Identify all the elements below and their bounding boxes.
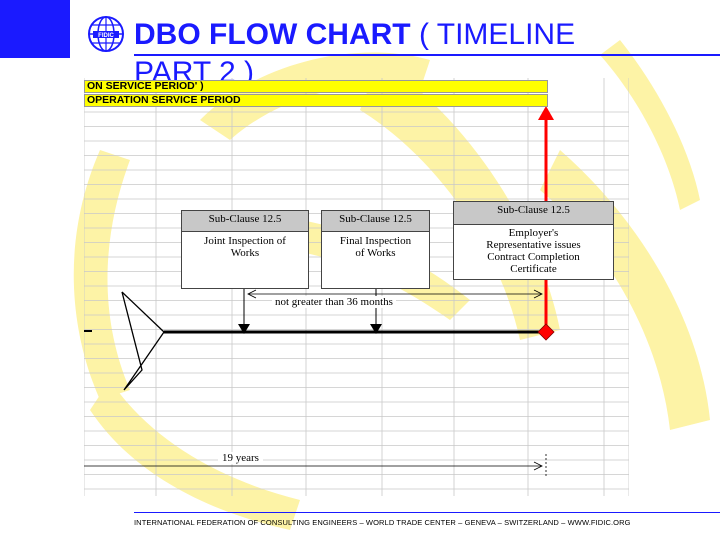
footer-text: INTERNATIONAL FEDERATION OF CONSULTING E… (134, 518, 631, 527)
svg-text:FIDIC: FIDIC (98, 33, 114, 39)
arrow-final-inspection (370, 324, 382, 334)
fidic-globe-logo-icon: FIDIC (88, 16, 124, 52)
timeline-grid (84, 78, 629, 496)
box-line: Representative issues (486, 239, 581, 251)
span-left-arrowhead (247, 289, 257, 299)
box-line: Works (230, 247, 260, 259)
grid-lines (84, 78, 629, 496)
break-zigzag-2 (121, 291, 165, 333)
span-36-months-label: not greater than 36 months (272, 296, 396, 308)
box-line: Joint Inspection of (204, 235, 286, 247)
page-title: DBO FLOW CHART ( TIMELINE PART 2 ) (134, 16, 654, 92)
completion-certificate-box: Sub-Clause 12.5 Employer's Representativ… (453, 201, 614, 280)
period-band-top: ON SERVICE PERIOD' ) (84, 80, 548, 93)
box-line: Certificate (510, 263, 557, 275)
completion-red-diamond (537, 323, 555, 341)
box-line: Contract Completion (487, 251, 580, 263)
joint-inspection-box-header: Sub-Clause 12.5 (182, 211, 308, 232)
completion-certificate-box-header: Sub-Clause 12.5 (454, 202, 613, 225)
footer-rule (134, 512, 720, 513)
span-19-years-label: 19 years (218, 452, 263, 464)
completion-red-arrowhead (538, 106, 554, 120)
joint-inspection-box: Sub-Clause 12.5 Joint Inspection of Work… (181, 210, 309, 289)
period-band-operation-label: OPERATION SERVICE PERIOD (87, 94, 241, 106)
joint-inspection-box-body: Joint Inspection of Works (182, 232, 308, 288)
span-19-years-arrowhead (533, 461, 543, 471)
box-line: of Works (355, 247, 396, 259)
period-band-operation: OPERATION SERVICE PERIOD (84, 94, 548, 107)
period-band-top-label: ON SERVICE PERIOD' ) (87, 80, 204, 92)
span-right-arrowhead (533, 289, 543, 299)
box-line: Employer's (508, 227, 559, 239)
page-title-bold: DBO FLOW CHART (134, 18, 411, 51)
final-inspection-box: Sub-Clause 12.5 Final Inspection of Work… (321, 210, 430, 289)
completion-certificate-box-body: Employer's Representative issues Contrac… (454, 225, 613, 279)
box-line: Final Inspection (339, 235, 412, 247)
title-underline (134, 54, 720, 56)
brand-bar (0, 0, 70, 58)
final-inspection-box-header: Sub-Clause 12.5 (322, 211, 429, 232)
final-inspection-box-body: Final Inspection of Works (322, 232, 429, 288)
break-zigzag (121, 291, 165, 391)
arrow-joint-inspection (238, 324, 250, 334)
